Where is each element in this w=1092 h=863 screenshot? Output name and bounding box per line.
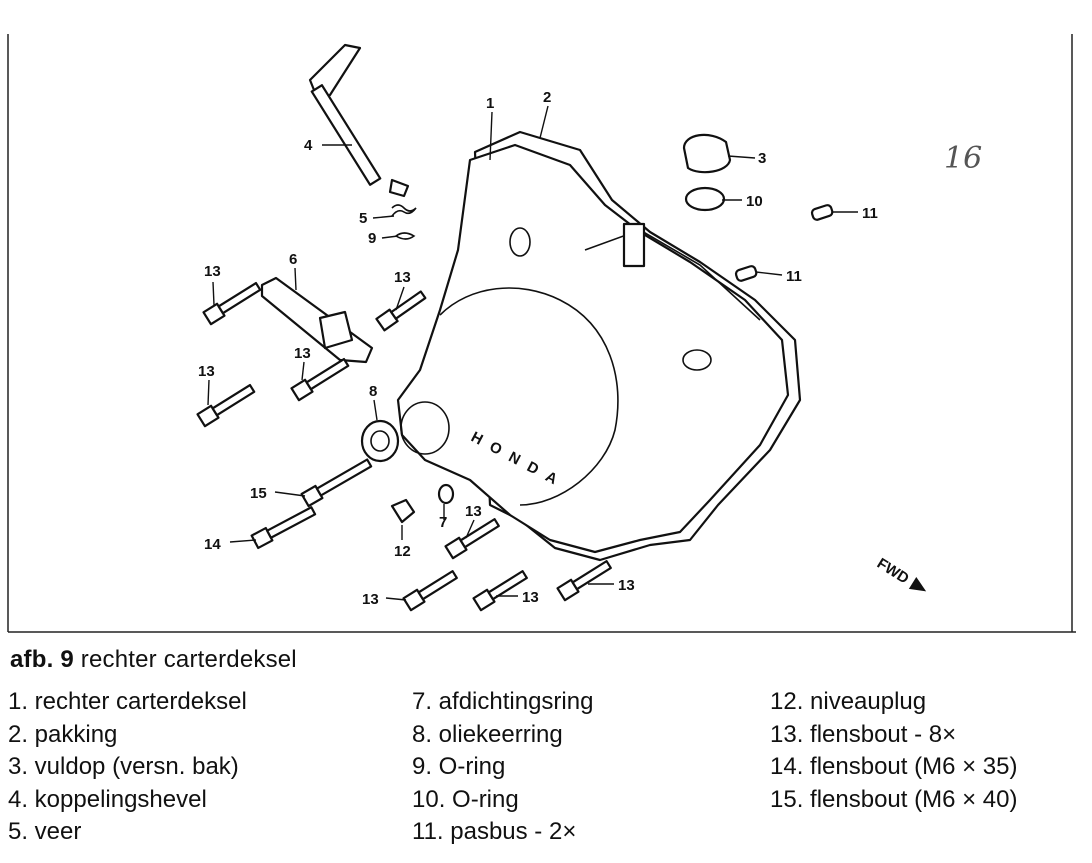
cover-plug-hole <box>682 349 712 371</box>
caption-text: rechter carterdeksel <box>73 646 297 673</box>
fwd-label: FWD <box>874 555 912 588</box>
legend-item: 9. O-ring <box>412 753 506 780</box>
callout-3: 3 <box>758 150 766 167</box>
lever-plate-part <box>260 276 374 364</box>
legend-item: 5. veer <box>8 818 82 845</box>
caption-prefix: afb. 9 <box>10 646 74 673</box>
flange-bolt-group <box>196 281 612 612</box>
fwd-arrow-icon <box>908 577 927 592</box>
dowel-pin-part <box>734 265 758 282</box>
legend-item: 3. vuldop (versn. bak) <box>8 753 239 780</box>
callout-13: 13 <box>294 345 311 362</box>
callout-13: 13 <box>618 577 635 594</box>
callout-10: 10 <box>746 193 763 210</box>
legend-item: 8. oliekeerring <box>412 720 563 748</box>
exploded-parts-diagram: 16 HONDA FWD <box>7 34 1076 633</box>
clutch-lever-shaft <box>310 84 382 186</box>
callout-12: 12 <box>394 543 411 560</box>
legend-item: 11. pasbus - 2× <box>412 818 577 845</box>
legend-item: 12. niveauplug <box>770 688 927 715</box>
callout-11b: 11 <box>786 268 802 285</box>
legend-item: 7. afdichtingsring <box>412 688 594 715</box>
callout-labels: 1 2 3 4 5 6 7 8 9 10 11 11 12 13 13 13 1… <box>198 89 878 608</box>
clutch-lever-end <box>388 178 410 198</box>
level-plug-part <box>390 498 416 524</box>
callout-15: 15 <box>250 485 267 502</box>
lever-plate-bracket <box>318 310 354 350</box>
callout-8: 8 <box>369 383 377 400</box>
fwd-arrow: FWD <box>874 555 927 592</box>
callout-13: 13 <box>465 503 482 520</box>
callout-11a: 11 <box>862 205 878 222</box>
callout-4: 4 <box>304 137 313 154</box>
callout-13: 13 <box>204 263 221 280</box>
cover-ridge <box>584 229 761 321</box>
legend-column-2: 7. afdichtingsring 8. oliekeerring 9. O-… <box>412 686 593 849</box>
callout-2: 2 <box>543 89 551 106</box>
leader-lines <box>207 105 858 601</box>
o-ring-9-part <box>394 232 416 240</box>
legend-item: 10. O-ring <box>412 785 519 813</box>
dowel-pin-part <box>810 204 834 221</box>
figure-caption: afb. 9 rechter carterdeksel <box>10 646 297 674</box>
legend-column-1: 1. rechter carterdeksel 2. pakking 3. vu… <box>8 686 247 849</box>
oil-seal-part <box>360 419 400 463</box>
legend-item: 15. flensbout (M6 × 40) <box>770 785 1018 813</box>
o-ring-10-part <box>684 186 726 212</box>
callout-1: 1 <box>486 95 494 112</box>
legend-item: 14. flensbout (M6 × 35) <box>770 753 1018 780</box>
cover-filler-neck <box>622 222 646 268</box>
legend-item: 4. koppelingshevel <box>8 785 207 813</box>
callout-6: 6 <box>289 251 297 268</box>
callout-14: 14 <box>204 536 221 553</box>
oil-seal-inner <box>370 430 390 452</box>
cover-boss-hole <box>509 227 531 257</box>
sealing-washer-part <box>437 483 455 505</box>
callout-5: 5 <box>359 210 367 227</box>
callout-13: 13 <box>198 363 215 380</box>
legend-column-3: 12. niveauplug 13. flensbout - 8× 14. fl… <box>770 686 1017 816</box>
callout-7: 7 <box>439 514 447 531</box>
cover-contour <box>439 287 619 506</box>
spring-part <box>391 204 417 217</box>
legend-item: 2. pakking <box>8 720 118 748</box>
callout-13: 13 <box>362 591 379 608</box>
callout-9: 9 <box>368 230 376 247</box>
callout-13: 13 <box>522 589 539 606</box>
cover-shaft-hole <box>400 401 450 455</box>
filler-cap-part <box>682 133 732 174</box>
page-number: 16 <box>944 141 982 176</box>
callout-13: 13 <box>394 269 411 286</box>
legend-item: 13. flensbout - 8× <box>770 720 957 748</box>
legend-item: 1. rechter carterdeksel <box>8 688 247 715</box>
